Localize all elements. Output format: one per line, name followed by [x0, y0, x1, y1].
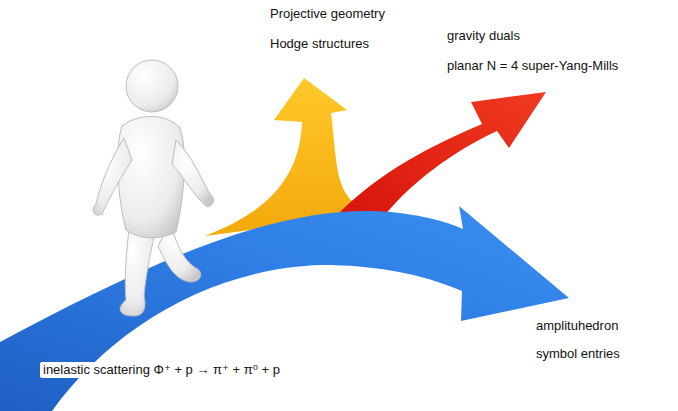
topic-label: planar N = 4 super-Yang-Mills: [447, 58, 618, 74]
topic-label: inelastic scattering Φ⁺ + p → π⁺ + π⁰ + …: [40, 362, 283, 378]
blue-arrow: [0, 206, 569, 411]
walking-figure: [93, 60, 213, 316]
topic-label: amplituhedron: [536, 318, 618, 334]
red-arrow: [338, 92, 546, 216]
topic-label: gravity duals: [447, 28, 520, 44]
topic-label: Hodge structures: [270, 36, 369, 52]
topic-label: Projective geometry: [270, 6, 385, 22]
topic-label: symbol entries: [536, 346, 620, 362]
